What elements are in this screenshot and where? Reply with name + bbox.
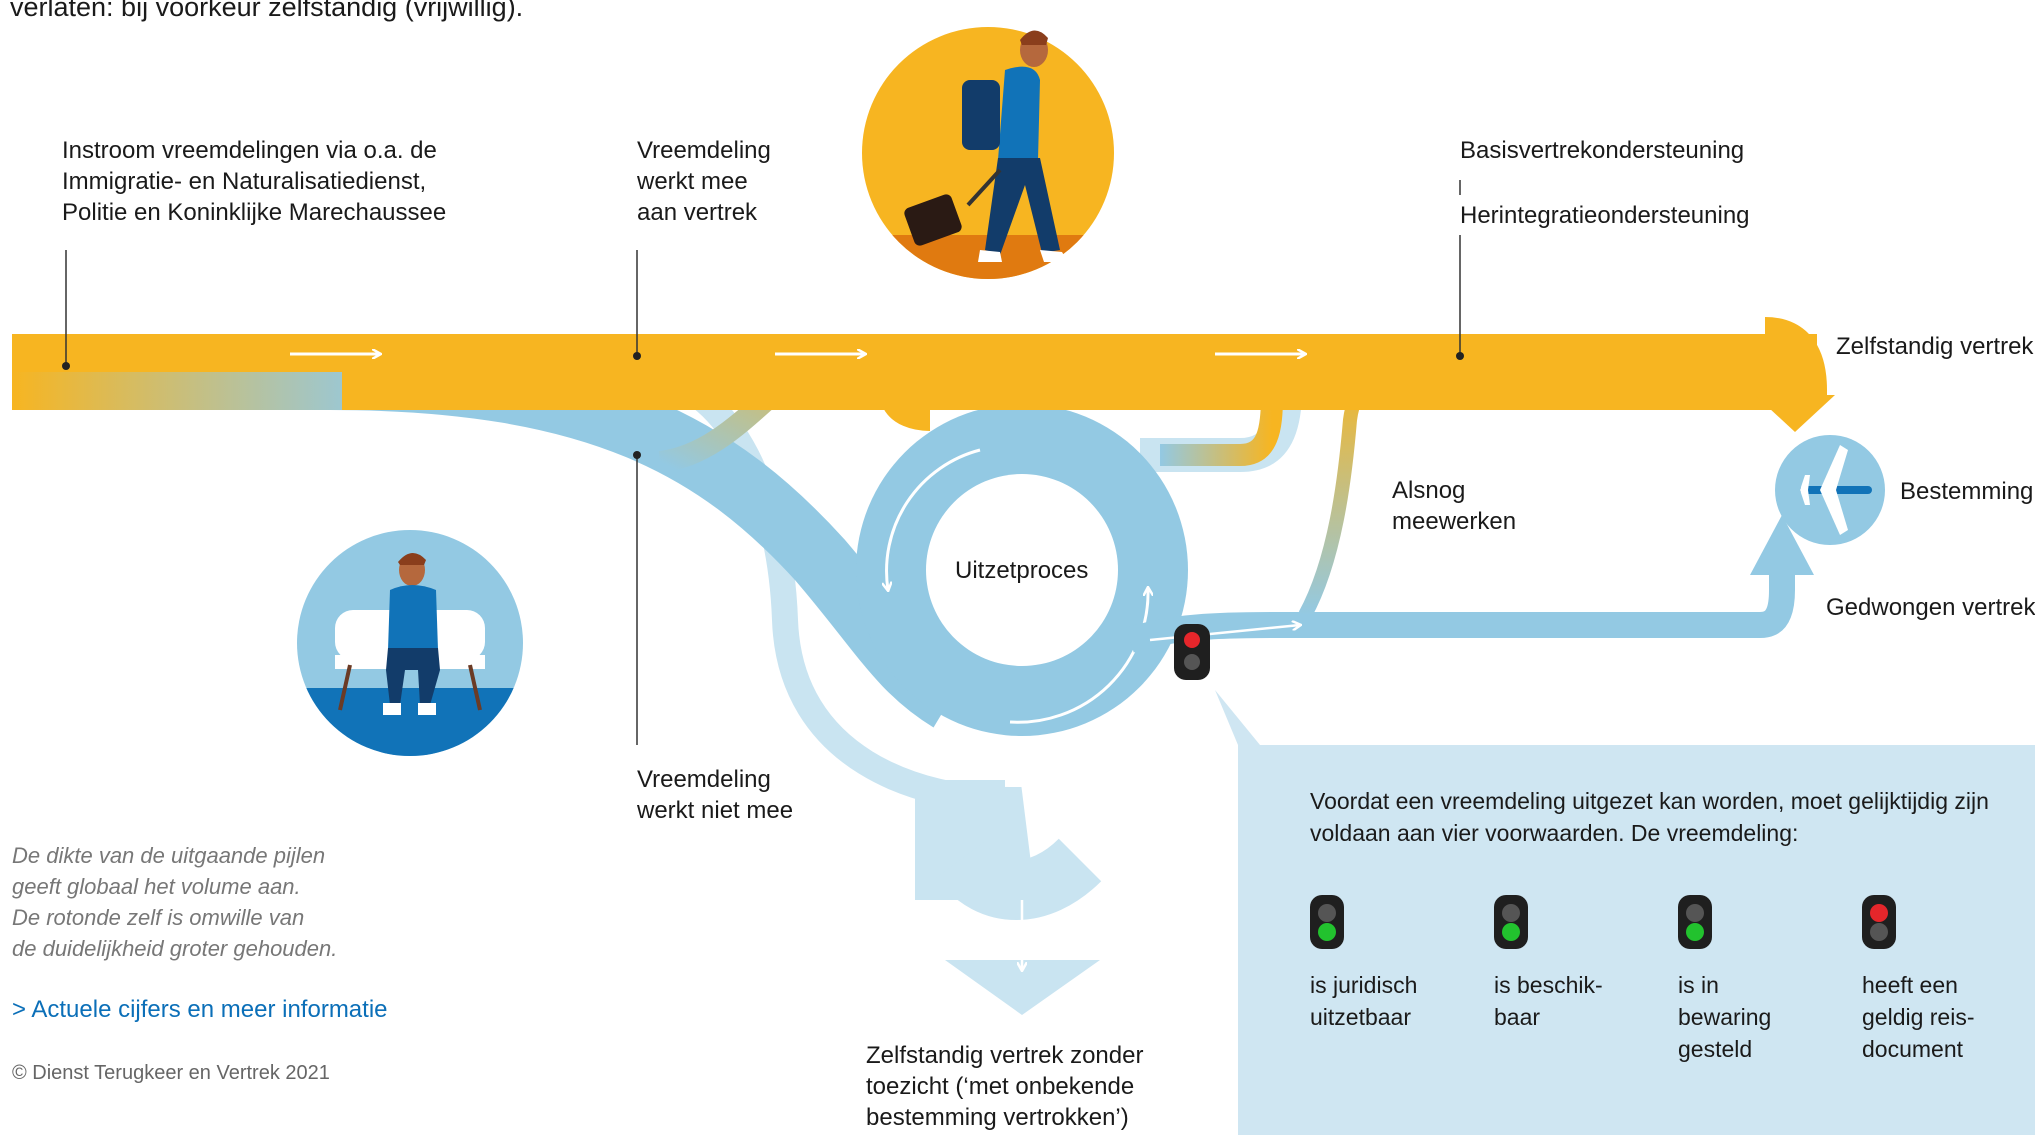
- callout-dots: [62, 352, 1464, 459]
- voluntary-departure-arrowhead: [1755, 395, 1835, 432]
- intro-text: verlaten: bij voorkeur zelfstandig (vrij…: [10, 0, 524, 22]
- traffic-light-icon: [1678, 895, 1712, 949]
- label-not-cooperating: Vreemdeling werkt niet mee: [637, 766, 794, 824]
- callout-lines: [65, 180, 1461, 745]
- forced-departure-arrowhead: [1750, 515, 1814, 575]
- label-destination: Bestemming: [1900, 478, 2034, 505]
- condition-item: heeft een geldig reis- document: [1862, 895, 2032, 1065]
- traffic-light-icon: [1862, 895, 1896, 949]
- condition-label: is in bewaring gesteld: [1678, 972, 1772, 1062]
- condition-label: is beschik- baar: [1494, 972, 1603, 1030]
- volume-note: De dikte van de uitgaande pijlen geeft g…: [12, 843, 338, 961]
- condition-item: is beschik- baar: [1494, 895, 1664, 1033]
- copyright: © Dienst Terugkeer en Vertrek 2021: [12, 1062, 330, 1084]
- label-basic-support: Basisvertrekondersteuning: [1460, 137, 1745, 164]
- forced-departure-flow: [1126, 575, 1795, 653]
- conditions-intro: Voordat een vreemdeling uitgezet kan wor…: [1310, 788, 1989, 846]
- label-cooperates: Vreemdeling werkt mee aan vertrek: [637, 137, 771, 226]
- unsupervised-departure-flow: [648, 365, 1102, 1015]
- label-inflow: Instroom vreemdelingen via o.a. de Immig…: [62, 137, 447, 226]
- label-deportation-process: Uitzetproces: [955, 557, 1089, 584]
- label-voluntary-departure: Zelfstandig vertrek: [1836, 333, 2034, 360]
- condition-label: is juridisch uitzetbaar: [1310, 972, 1418, 1030]
- more-info-link[interactable]: > Actuele cijfers en meer informatie: [12, 996, 388, 1023]
- label-still-cooperate: Alsnog meewerken: [1392, 477, 1517, 535]
- downward-exit-arrow: [945, 960, 1100, 1015]
- label-unsupervised-departure: Zelfstandig vertrek zonder toezicht (‘me…: [866, 1042, 1144, 1131]
- condition-item: is juridisch uitzetbaar: [1310, 895, 1480, 1033]
- person-with-suitcase-icon: [862, 27, 1114, 279]
- condition-label: heeft een geldig reis- document: [1862, 972, 1975, 1062]
- label-reintegration-support: Herintegratieondersteuning: [1460, 202, 1750, 229]
- voluntary-departure-road: [12, 317, 1835, 432]
- panel-pointer: [1215, 690, 1260, 745]
- airplane-icon: [1775, 435, 1885, 545]
- conditions-panel: Voordat een vreemdeling uitgezet kan wor…: [1238, 745, 2035, 1135]
- label-forced-departure: Gedwongen vertrek: [1826, 594, 2035, 621]
- roundabout: [856, 404, 1188, 736]
- traffic-light-icon: [1494, 895, 1528, 949]
- traffic-light-icon: [1174, 624, 1210, 680]
- traffic-light-icon: [1310, 895, 1344, 949]
- roundabout-center: [926, 474, 1118, 666]
- person-on-bench-icon: [297, 530, 523, 756]
- condition-item: is in bewaring gesteld: [1678, 895, 1848, 1065]
